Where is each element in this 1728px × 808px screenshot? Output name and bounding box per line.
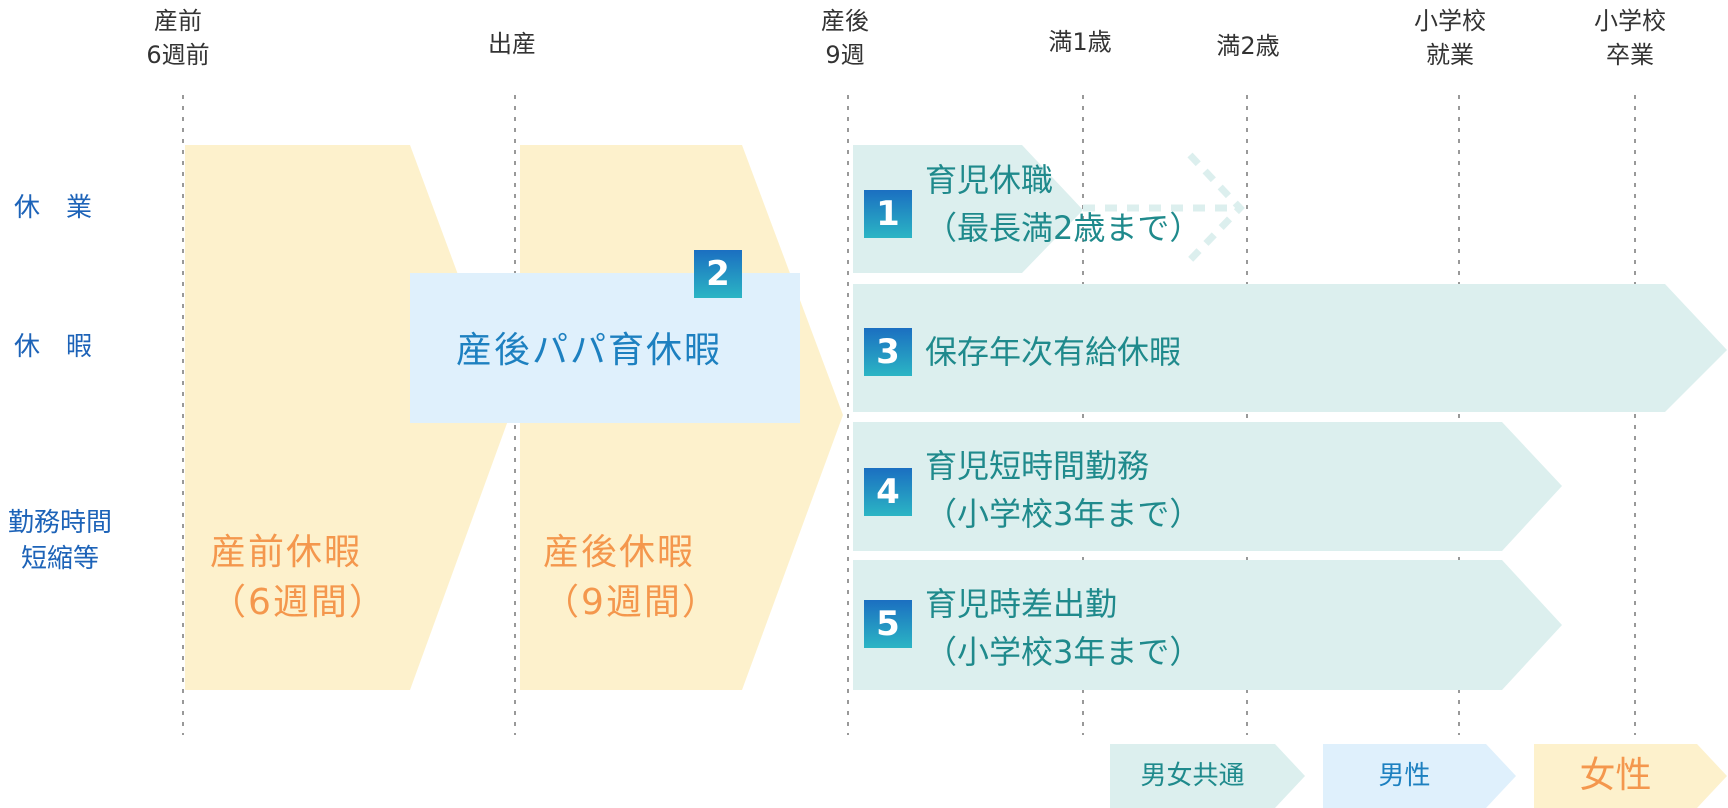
bar-staggered-sub: （小学校3年まで） bbox=[925, 633, 1202, 671]
bar-staggered-number-badge: 5 bbox=[864, 600, 912, 648]
bar-short-hours-title: 育児短時間勤務 bbox=[925, 447, 1150, 485]
timeline-label-elem-grad: 小学校卒業 bbox=[1594, 7, 1666, 69]
timeline-label-age2: 満2歳 bbox=[1216, 32, 1280, 60]
bar-short-hours-number-badge: 4 bbox=[864, 468, 912, 516]
bar-short-hours-sub: （小学校3年まで） bbox=[925, 495, 1202, 533]
prenatal-leave-label: 産前休暇（6週間） bbox=[210, 532, 387, 623]
bar-staggered-title: 育児時差出勤 bbox=[925, 585, 1118, 623]
bar-childcare-leave-number-badge: 1 bbox=[864, 190, 912, 238]
legend-male-shape bbox=[1323, 744, 1516, 808]
bar-annual-leave-shape bbox=[853, 284, 1727, 412]
bar-short-hours-shape bbox=[853, 422, 1562, 551]
dotted-extension-arrow bbox=[1083, 152, 1245, 263]
timeline-label-elem-entry: 小学校就業 bbox=[1414, 7, 1486, 69]
bar-annual-leave-number-badge: 3 bbox=[864, 328, 912, 376]
papa-leave-box bbox=[410, 273, 800, 423]
papa-leave-label: 産後パパ育休暇 bbox=[456, 330, 723, 371]
row-label-hours: 勤務時間短縮等 bbox=[7, 508, 112, 574]
papa-leave-number-badge: 2 bbox=[694, 250, 742, 298]
bar-staggered-shape bbox=[853, 560, 1562, 690]
bar-annual-leave-title: 保存年次有給休暇 bbox=[925, 333, 1182, 371]
postnatal-leave-label: 産後休暇（9週間） bbox=[543, 532, 720, 623]
timeline-label-birth: 出産 bbox=[488, 30, 536, 58]
legend-male-label: 男性 bbox=[1378, 761, 1431, 791]
row-label-vacation: 休 暇 bbox=[14, 332, 93, 362]
row-label-leave: 休 業 bbox=[14, 193, 93, 223]
bar-childcare-leave-shape bbox=[853, 145, 1083, 273]
legend-common-label: 男女共通 bbox=[1140, 761, 1245, 791]
bar-childcare-leave-title: 育児休職 bbox=[925, 161, 1054, 199]
legend-common-shape bbox=[1110, 744, 1305, 808]
legend-female-label: 女性 bbox=[1579, 755, 1652, 796]
legend-female-shape bbox=[1534, 744, 1727, 808]
timeline-label-age1: 満1歳 bbox=[1048, 28, 1112, 56]
bar-childcare-leave-sub: （最長満2歳まで） bbox=[925, 209, 1202, 247]
